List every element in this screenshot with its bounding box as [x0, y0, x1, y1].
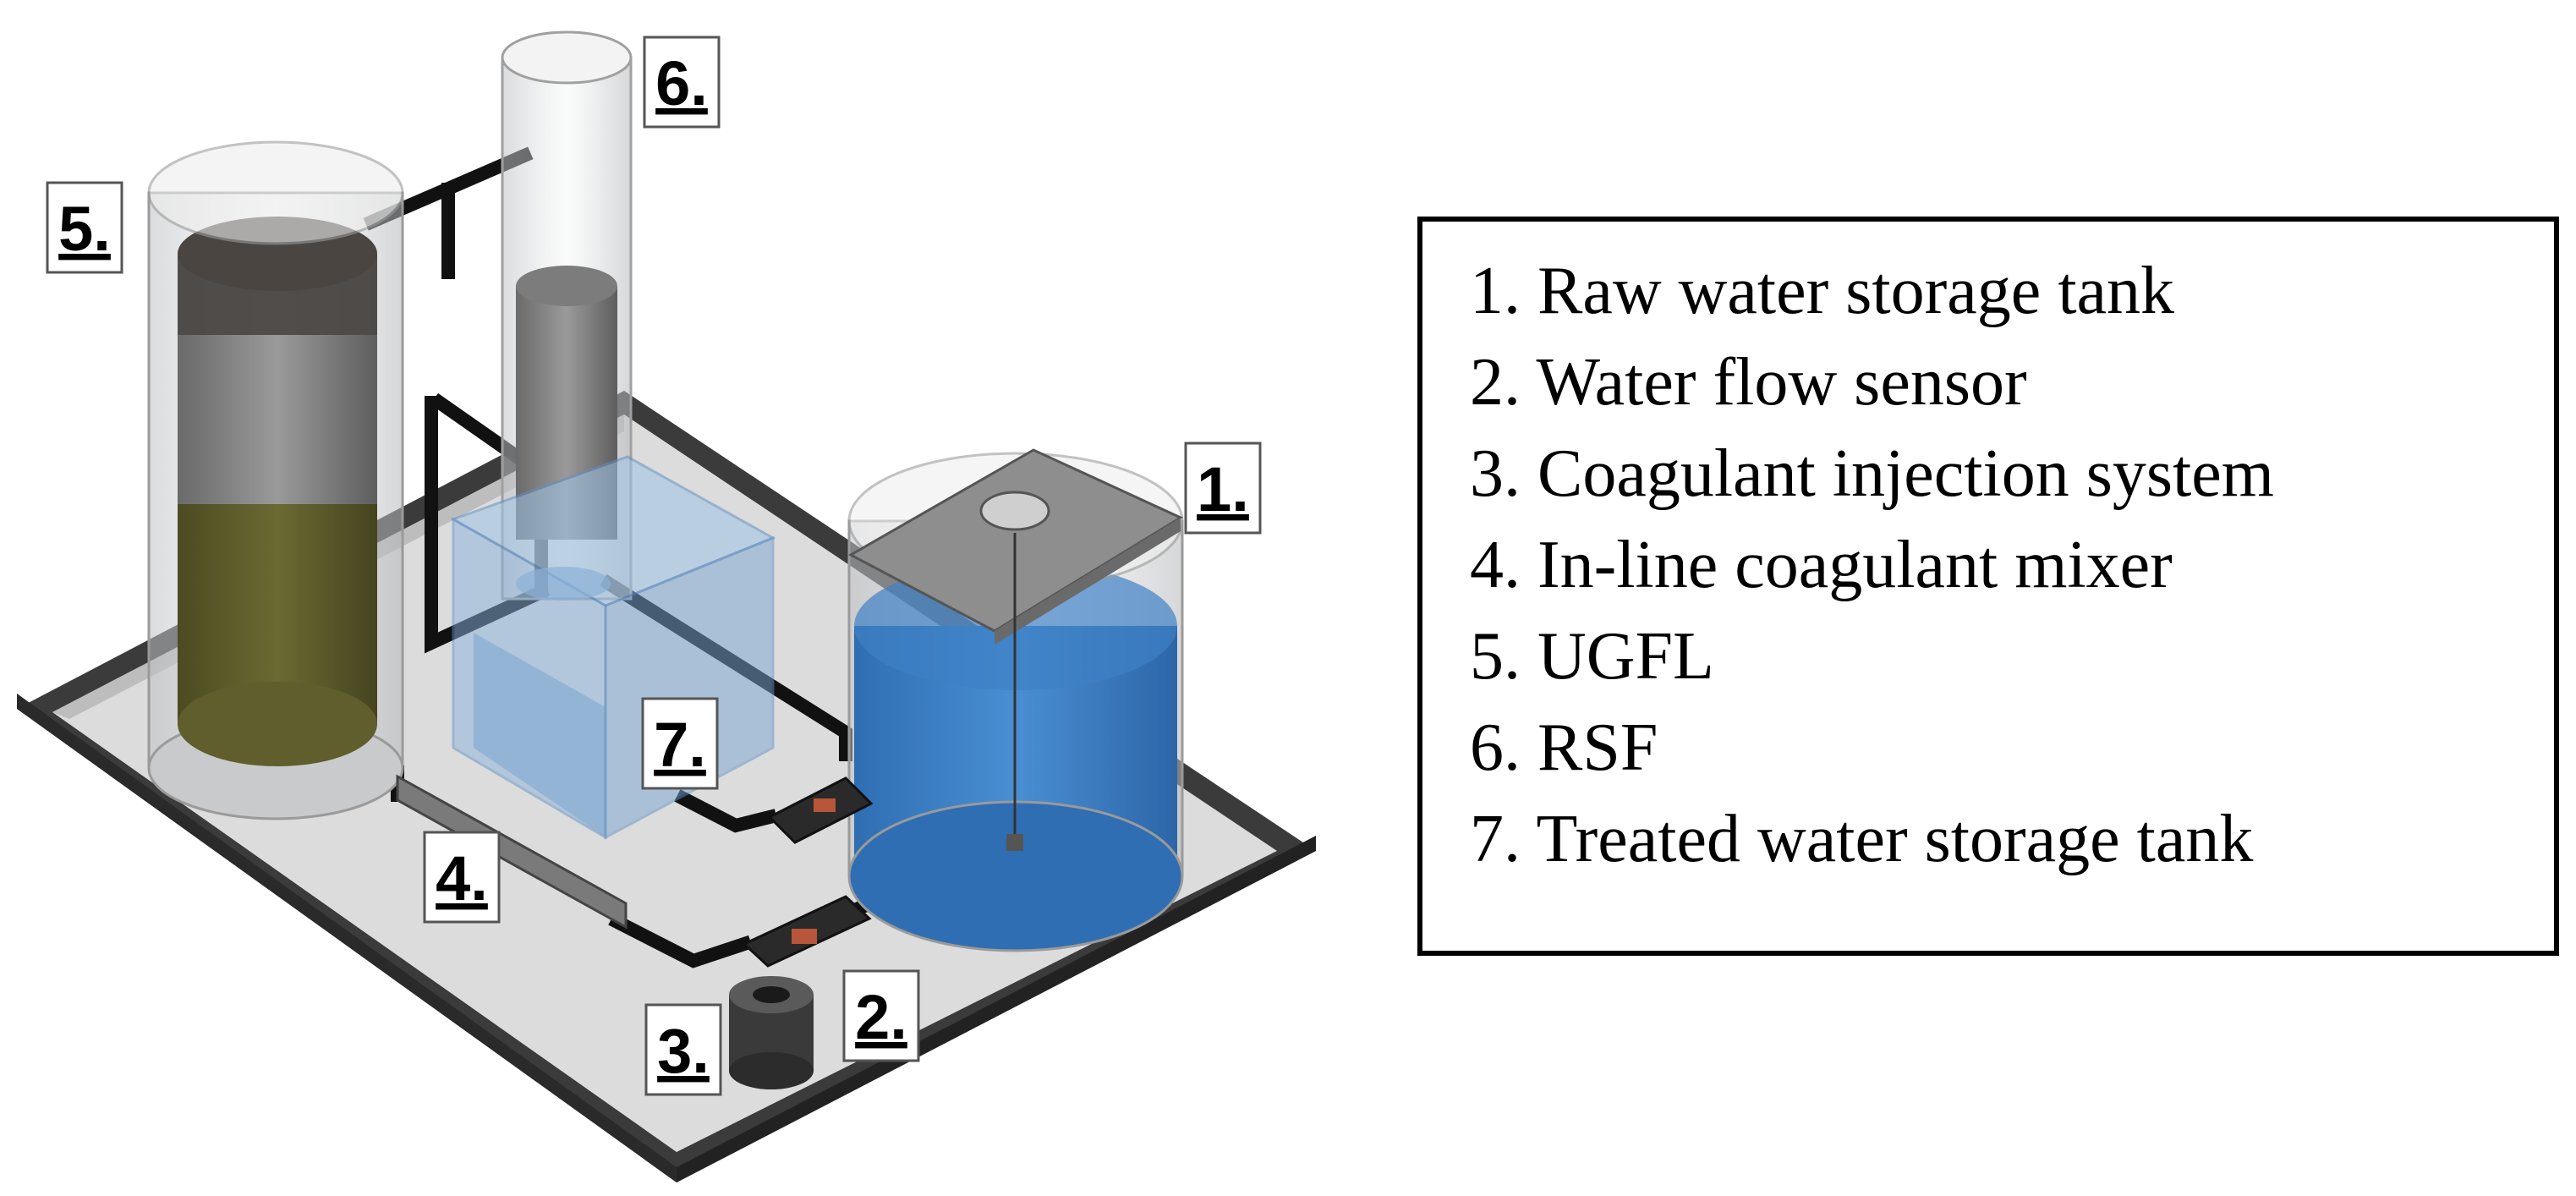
legend-item-6: 6. RSF: [1470, 710, 1658, 785]
legend-item-1: 1. Raw water storage tank: [1470, 254, 2175, 328]
legend-item-2: 2. Water flow sensor: [1470, 345, 2027, 420]
legend-item-5: 5. UGFL: [1470, 619, 1714, 694]
treated-water-tank: [450, 455, 776, 840]
svg-text:1.: 1.: [1197, 454, 1249, 524]
label-1: 1.: [1184, 442, 1262, 535]
svg-text:2.: 2.: [855, 982, 907, 1052]
label-6: 6.: [643, 36, 721, 129]
legend-item-7: 7. Treated water storage tank: [1470, 802, 2254, 876]
raw-water-tank: [847, 448, 1184, 952]
svg-text:4.: 4.: [436, 843, 488, 913]
label-3: 3.: [644, 1003, 722, 1096]
svg-text:7.: 7.: [654, 710, 706, 780]
legend-box: 1. Raw water storage tank 2. Water flow …: [1417, 217, 2559, 956]
label-7: 7.: [641, 697, 719, 790]
legend-item-4: 4. In-line coagulant mixer: [1470, 528, 2173, 602]
label-2: 2.: [842, 969, 920, 1062]
svg-text:5.: 5.: [58, 194, 111, 264]
label-4: 4.: [423, 831, 501, 924]
ugfl-column: [147, 140, 404, 820]
flow-sensor: [742, 895, 872, 968]
second-pump: [767, 776, 874, 844]
inline-mixer: [396, 774, 628, 930]
label-5: 5.: [46, 181, 123, 274]
legend-list: 1. Raw water storage tank 2. Water flow …: [1422, 222, 2554, 885]
legend-item-3: 3. Coagulant injection system: [1470, 436, 2274, 511]
coagulant-injector: [729, 976, 814, 1089]
svg-text:3.: 3.: [657, 1016, 710, 1086]
svg-text:6.: 6.: [655, 48, 708, 118]
